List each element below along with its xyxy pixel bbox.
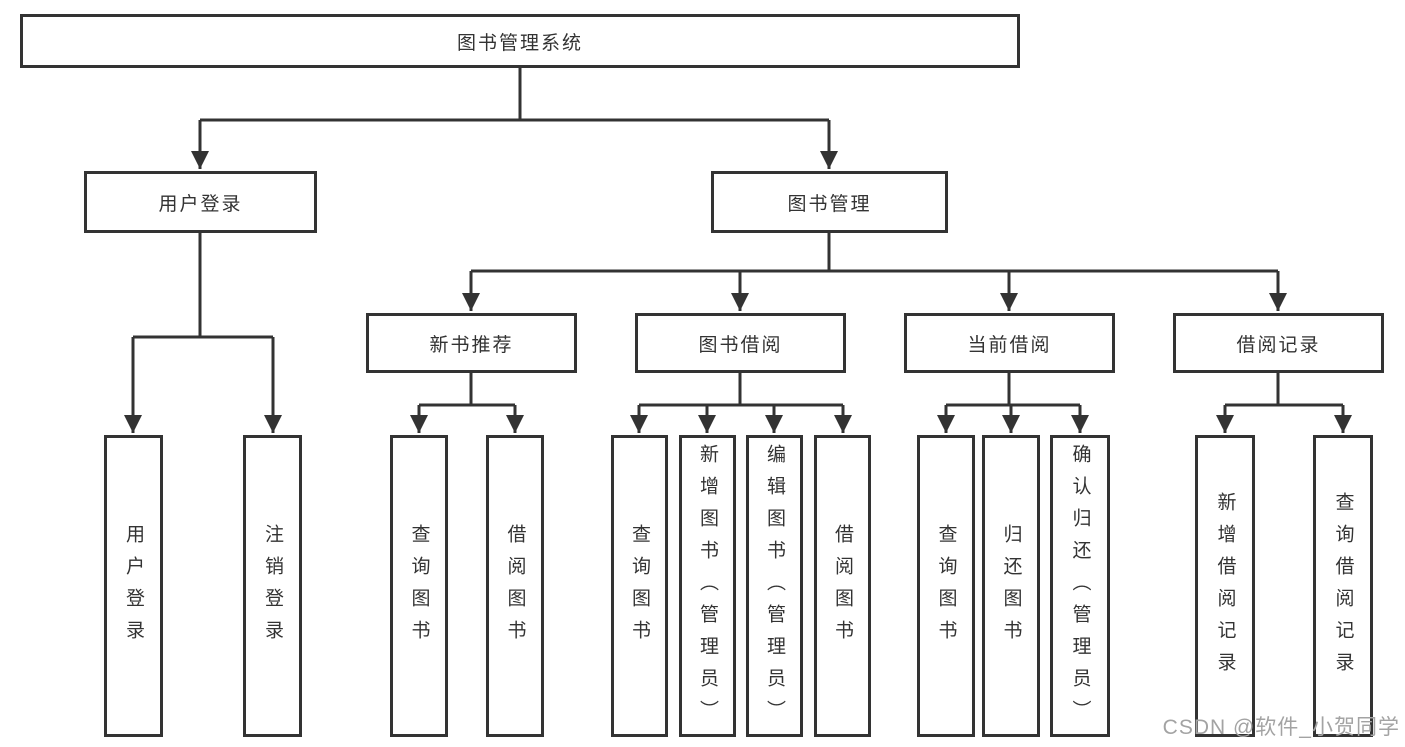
leaf-borrow-books: 借阅图书 [814, 435, 871, 737]
node-book-borrowing: 图书借阅 [635, 313, 846, 373]
edge-user-login-to-leaves [124, 233, 282, 433]
leaf-query-borrow-record: 查询借阅记录 [1313, 435, 1373, 737]
edge-root-to-level2 [191, 68, 838, 169]
leaf-add-borrow-record: 新增借阅记录 [1195, 435, 1255, 737]
node-new-book-recommendation: 新书推荐 [366, 313, 577, 373]
leaf-add-books-admin: 新增图书（管理员） [679, 435, 736, 737]
edge-book-borrowing-to-leaves [630, 373, 852, 433]
leaf-return-books: 归还图书 [982, 435, 1040, 737]
node-library-management-system: 图书管理系统 [20, 14, 1020, 68]
leaf-recommend-query-books: 查询图书 [390, 435, 448, 737]
leaf-logout: 注销登录 [243, 435, 302, 737]
edge-new-book-recommendation-to-leaves [410, 373, 524, 433]
node-user-login: 用户登录 [84, 171, 317, 233]
leaf-user-login: 用户登录 [104, 435, 163, 737]
leaf-confirm-return-admin: 确认归还（管理员） [1050, 435, 1110, 737]
edge-borrowing-records-to-leaves [1216, 373, 1352, 433]
leaf-borrow-query-books: 查询图书 [611, 435, 668, 737]
node-book-management: 图书管理 [711, 171, 948, 233]
leaf-recommend-borrow-books: 借阅图书 [486, 435, 544, 737]
csdn-watermark: CSDN @软件_小贺同学 [1162, 716, 1400, 739]
edge-current-borrowing-to-leaves [937, 373, 1089, 433]
edge-book-management-to-level3 [462, 233, 1287, 311]
leaf-edit-books-admin: 编辑图书（管理员） [746, 435, 803, 737]
node-current-borrowing: 当前借阅 [904, 313, 1115, 373]
leaf-current-query-books: 查询图书 [917, 435, 975, 737]
node-borrowing-records: 借阅记录 [1173, 313, 1384, 373]
